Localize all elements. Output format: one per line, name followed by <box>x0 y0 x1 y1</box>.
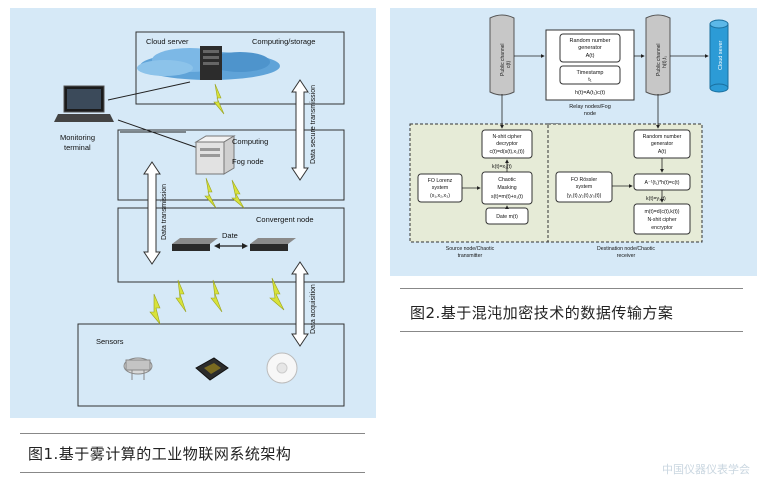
date-m-label: Date m(t) <box>496 214 518 220</box>
k-eq-left: k(t)=x₁(t) <box>492 164 512 170</box>
dest-node-label-1: Destination node/Chaotic <box>597 246 655 252</box>
decryptor-box <box>481 129 533 159</box>
masking-l3: s(t)=m(t)+x₁(t) <box>491 194 523 200</box>
sensors-label: Sensors <box>96 337 124 346</box>
data-acquisition-label: Data acquisition <box>310 284 317 334</box>
relay-node-label-2: node <box>584 111 596 117</box>
cloud-sever-label: Cloud sever <box>718 40 724 70</box>
monitoring-terminal-label-2: terminal <box>64 143 91 152</box>
data-transmission-arrow <box>143 161 161 265</box>
encryptor-l3: encryptor <box>651 225 673 231</box>
convergent-node-right-icon <box>250 238 296 251</box>
data-secure-transmission-arrow <box>291 79 309 181</box>
inverse-eq-label: A⁻¹(t₁)*h(t)=c(t) <box>645 180 680 186</box>
random-gen-top-l1: Random number <box>570 38 611 44</box>
public-channel-1-sub: c(t) <box>506 60 512 68</box>
cloud-server-label: Cloud server <box>146 37 189 46</box>
relay-equation: h(t)=A(t₁)c(t) <box>575 90 605 96</box>
fog-architecture-diagram: Cloud server Computing/storage Monitorin… <box>54 31 345 407</box>
relay-node-label-1: Relay nodes/Fog <box>569 104 611 110</box>
wireless-signal-icons <box>149 83 285 325</box>
convergent-node-label: Convergent node <box>256 215 314 224</box>
fog-node-label: Fog node <box>232 157 264 166</box>
random-gen-right-l1: Random number <box>643 134 682 140</box>
encryptor-l1: m(t)=d(c(t),k(t)) <box>644 209 679 215</box>
data-acquisition-arrow <box>291 261 309 347</box>
computing-label: Computing <box>232 137 268 146</box>
cloud-layer-box <box>135 31 345 105</box>
caption2-top-rule <box>400 288 743 289</box>
figure1-panel: Cloud server Computing/storage Monitorin… <box>10 8 376 418</box>
figure2-caption: 图2.基于混沌加密技术的数据传输方案 <box>410 304 674 322</box>
lorenz-l3: (x₁,x₂,x₃) <box>430 193 450 199</box>
timestamp-l2: t₁ <box>588 77 592 83</box>
sensor-layer-box <box>77 323 345 407</box>
fog-layer-box <box>117 129 345 201</box>
date-double-arrow <box>214 243 248 249</box>
timestamp-box <box>559 65 621 85</box>
watermark-text: 中国仪器仪表学会 <box>662 464 750 476</box>
masking-l1: Chaotic <box>498 177 516 183</box>
data-secure-transmission-label: Data secure transmission <box>310 85 317 164</box>
link-laptop-cloud <box>107 81 191 101</box>
source-node-label-1: Source node/Chaotic <box>446 246 495 252</box>
caption2-bottom-rule <box>400 331 743 332</box>
public-channel-2-label: Public channel <box>656 43 662 76</box>
dest-node-label-2: receiver <box>617 253 636 259</box>
figure1-caption: 图1.基于雾计算的工业物联网系统架构 <box>28 445 292 463</box>
encryptor-l2: N-shit cipher <box>647 217 676 223</box>
decryptor-l2: decryptor <box>496 141 518 147</box>
chaotic-encryption-diagram: Public channel c(t) Public channel h(t),… <box>409 14 729 259</box>
encryptor-box <box>633 203 691 235</box>
random-gen-right-l3: A(t) <box>658 149 667 155</box>
computing-storage-label: Computing/storage <box>252 37 315 46</box>
masking-l2: Masking <box>497 185 516 191</box>
sensor-2-icon <box>195 357 229 381</box>
convergent-layer-box <box>117 207 345 283</box>
rossler-l1: FO Rössler <box>571 177 598 183</box>
source-node-label-2: transmitter <box>458 253 483 259</box>
cloud-server-icon <box>200 46 222 80</box>
public-channel-1-shape <box>489 14 515 96</box>
date-label: Date <box>222 231 238 240</box>
figure2-panel: Public channel c(t) Public channel h(t),… <box>390 8 757 276</box>
sensor-1-icon <box>123 357 153 380</box>
public-channel-1-label: Public channel <box>500 43 506 76</box>
fog-node-icon <box>194 135 236 175</box>
random-gen-top-box <box>559 33 621 63</box>
lorenz-l2: system <box>432 185 448 191</box>
monitoring-terminal-label-1: Monitoring <box>60 133 95 142</box>
caption1-bottom-rule <box>20 472 365 473</box>
random-gen-top-l3: A(t) <box>586 53 595 59</box>
flow-arrows <box>462 54 709 210</box>
decryptor-l1: N-shit cipher <box>492 134 521 140</box>
laptop-icon <box>54 85 114 122</box>
k-eq-right: k(t)=y₁(t) <box>646 196 666 202</box>
random-gen-right-l2: generator <box>651 141 673 147</box>
link-laptop-fog <box>117 119 199 149</box>
rossler-l2: system <box>576 184 592 190</box>
sensor-3-icon <box>266 352 298 384</box>
data-transmission-label: Data transmission <box>161 184 168 240</box>
caption1-top-rule <box>20 433 365 434</box>
public-channel-2-shape <box>645 14 671 96</box>
rossler-l3: (y₁(t),y₂(t),y₃(t)) <box>567 193 602 199</box>
decryptor-l3: c(t)=d(s(t),x₁(t)) <box>489 149 524 155</box>
cloud-sever-cylinder <box>709 19 729 93</box>
random-gen-top-l2: generator <box>578 45 602 51</box>
rossler-box <box>555 171 613 203</box>
timestamp-l1: Timestamp <box>577 70 604 76</box>
public-channel-2-sub: h(t),t₁ <box>662 56 668 68</box>
lorenz-l1: FO Lorenz <box>428 178 453 184</box>
convergent-node-left-icon <box>172 238 218 251</box>
